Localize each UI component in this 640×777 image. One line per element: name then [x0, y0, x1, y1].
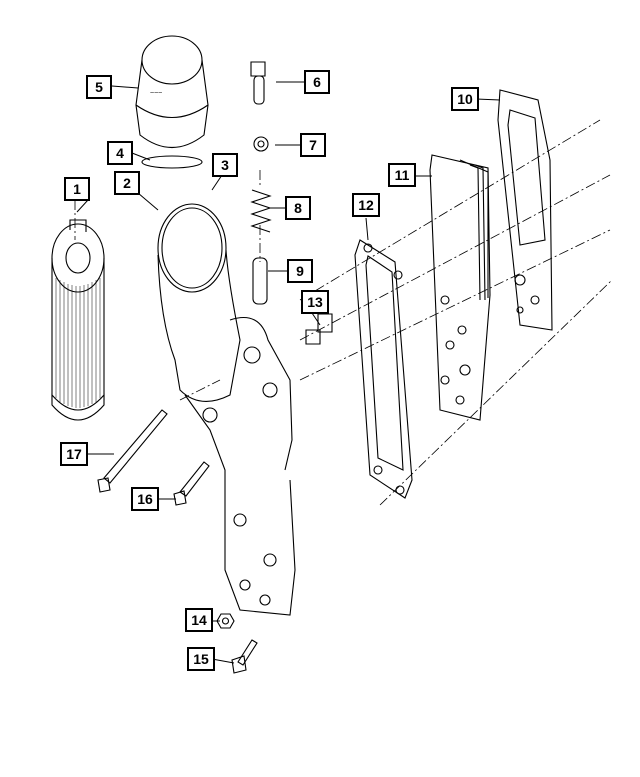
callout-1: 1 — [64, 177, 90, 201]
callout-17: 17 — [60, 442, 88, 466]
filter-housing — [158, 204, 295, 615]
callout-15: 15 — [187, 647, 215, 671]
callout-2: 2 — [114, 171, 140, 195]
callout-11: 11 — [388, 163, 416, 187]
oil-cooler — [430, 155, 490, 420]
seal-washer — [254, 137, 268, 151]
callout-6: 6 — [304, 70, 330, 94]
callout-4: 4 — [107, 141, 133, 165]
callout-3: 3 — [212, 153, 238, 177]
callout-14: 14 — [185, 608, 213, 632]
callout-7: 7 — [300, 133, 326, 157]
callout-10: 10 — [451, 87, 479, 111]
callout-9: 9 — [287, 259, 313, 283]
cooler-seal-plate — [498, 90, 552, 330]
callout-8: 8 — [285, 196, 311, 220]
long-bolt — [98, 410, 167, 492]
oil-filter-element — [52, 220, 104, 420]
stud-bolt — [232, 640, 257, 673]
callout-13: 13 — [301, 290, 329, 314]
filter-cap: ~~~ — [136, 36, 208, 148]
alignment-lines — [74, 119, 613, 506]
check-valve — [253, 258, 267, 304]
medium-bolt — [174, 462, 209, 505]
leader-lines — [76, 81, 501, 664]
callout-12: 12 — [352, 193, 380, 217]
callout-5: 5 — [86, 75, 112, 99]
pressure-sensor — [306, 314, 332, 344]
callout-16: 16 — [131, 487, 159, 511]
cooler-gasket — [355, 240, 412, 498]
svg-text:~~~: ~~~ — [150, 90, 162, 97]
valve-spring — [252, 190, 270, 232]
drain-plug — [251, 62, 265, 104]
cap-o-ring — [142, 156, 202, 168]
